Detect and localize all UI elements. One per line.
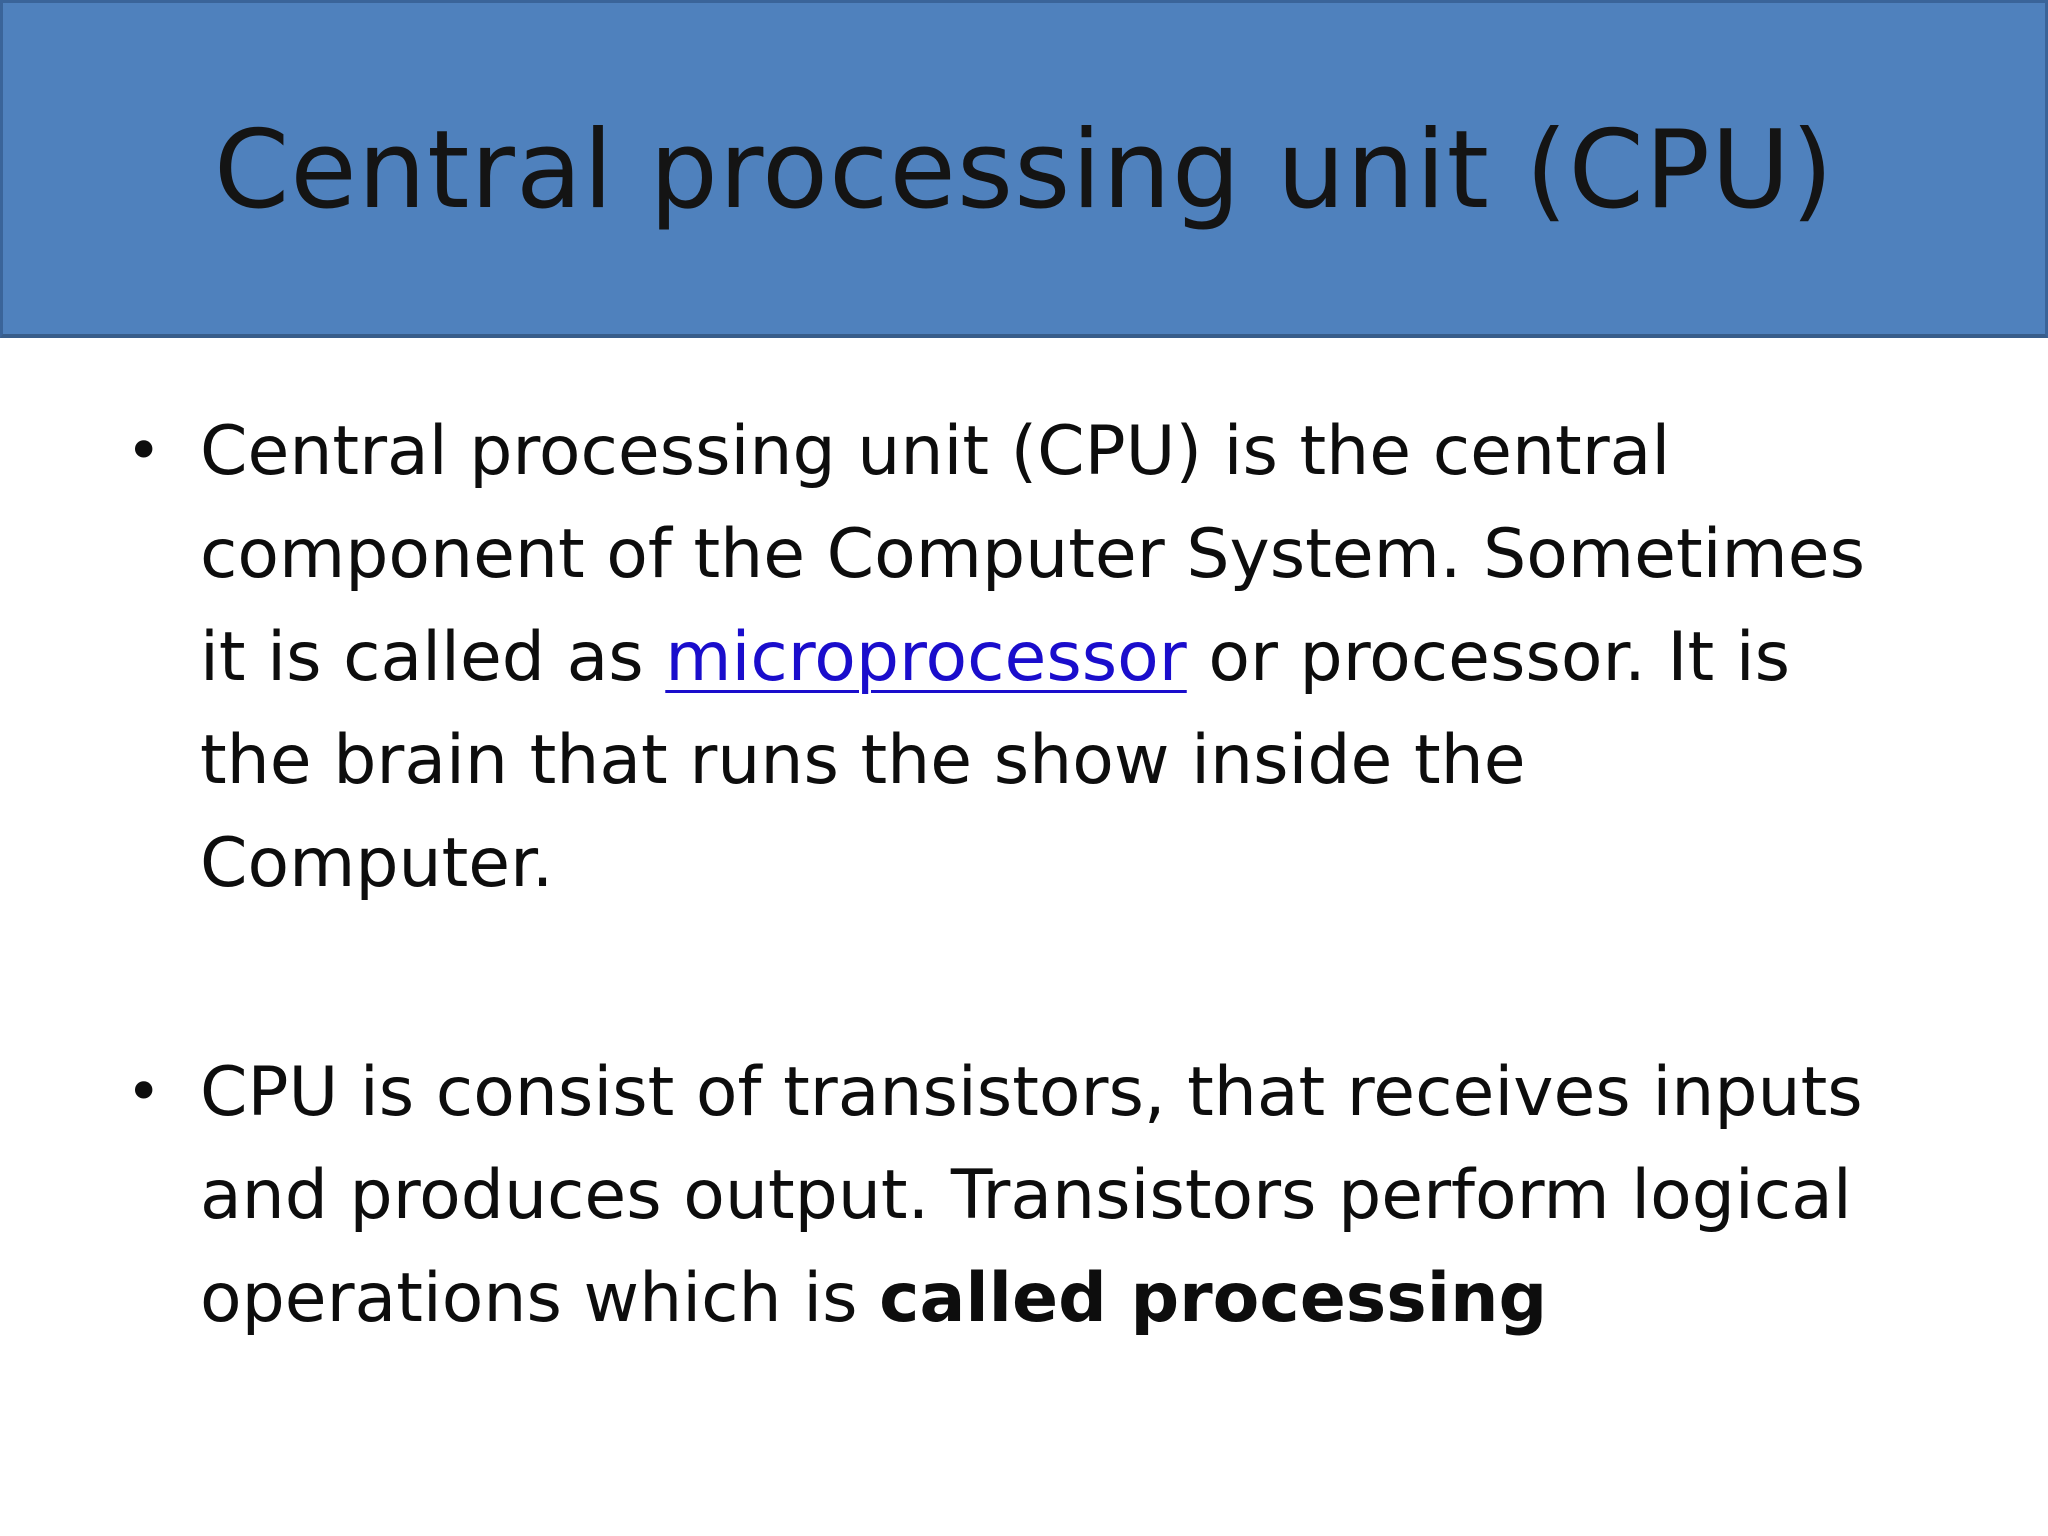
- bullet-marker: •: [126, 416, 162, 486]
- title-banner: Central processing unit (CPU): [0, 0, 2048, 338]
- bullet-line: component of the Computer System. Someti…: [200, 515, 1866, 594]
- slide-title: Central processing unit (CPU): [213, 108, 1835, 233]
- text-segment: operations which is: [200, 1259, 880, 1338]
- bullet-line: the brain that runs the show inside the: [200, 721, 1526, 800]
- bullet-item-transistors: • CPU is consist of transistors, that re…: [118, 1041, 1948, 1350]
- bold-text: called processing: [879, 1259, 1548, 1338]
- text-segment: or processor. It is: [1186, 618, 1791, 697]
- bullet-line-with-link: it is called as microprocessor or proces…: [200, 606, 1948, 709]
- bullet-line: CPU is consist of transistors, that rece…: [200, 1053, 1863, 1132]
- microprocessor-link[interactable]: microprocessor: [665, 618, 1187, 697]
- bullet-line: Computer.: [200, 824, 554, 903]
- bullet-list: • Central processing unit (CPU) is the c…: [118, 400, 1948, 1350]
- bullet-item-cpu-definition: • Central processing unit (CPU) is the c…: [118, 400, 1948, 915]
- bullet-line-with-bold: operations which is called processing: [200, 1247, 1948, 1350]
- bullet-line: and produces output. Transistors perform…: [200, 1156, 1852, 1235]
- text-segment: it is called as: [200, 618, 666, 697]
- bullet-marker: •: [126, 1057, 162, 1127]
- bullet-line: Central processing unit (CPU) is the cen…: [200, 412, 1671, 491]
